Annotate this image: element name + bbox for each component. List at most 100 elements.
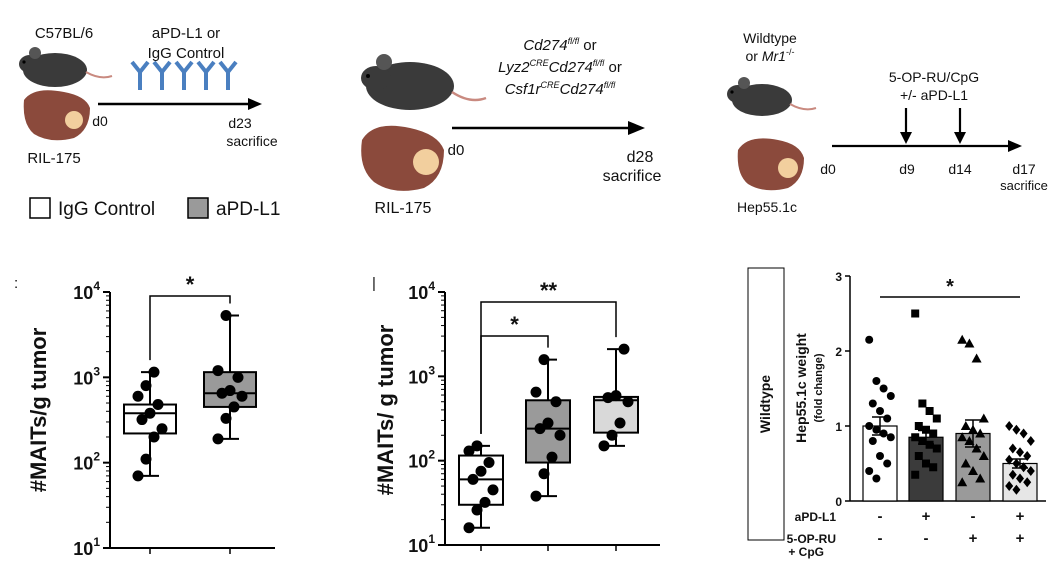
- treatment-label-2: IgG Control: [148, 45, 225, 62]
- end-day: d28: [627, 149, 654, 166]
- data-point: [471, 504, 483, 516]
- significance-bracket: [480, 301, 617, 434]
- y-tick-label: 104: [408, 279, 435, 303]
- antibody-icon: [218, 60, 238, 90]
- legend: IgG Control aPD-L1: [29, 197, 280, 220]
- data-point: [918, 437, 927, 445]
- data-point: [968, 424, 978, 434]
- liver-icon: [23, 90, 90, 141]
- data-point: [911, 309, 920, 318]
- data-point: [883, 414, 892, 423]
- significance-label: *: [946, 276, 954, 298]
- arrowhead-icon: [628, 121, 645, 135]
- data-point: [868, 437, 877, 445]
- schematic-2: Cd274fl/fl or Lyz2CRECd274fl/fl or Csf1r…: [361, 36, 661, 217]
- data-point: [876, 452, 884, 460]
- data-point: [554, 429, 566, 441]
- data-point: [925, 407, 934, 415]
- data-point: [538, 468, 550, 480]
- start-day: d0: [92, 113, 108, 129]
- data-point: [148, 431, 160, 443]
- day-14: d14: [948, 161, 972, 177]
- factor-value: +: [922, 508, 931, 525]
- data-point: [879, 384, 888, 393]
- data-point: [220, 310, 232, 322]
- factor-value: +: [969, 530, 978, 547]
- data-point: [1023, 451, 1032, 461]
- data-point: [872, 377, 881, 385]
- y-tick-label: 102: [408, 448, 435, 472]
- y-tick-label: 102: [73, 450, 100, 474]
- plot-marks: ***: [458, 278, 639, 534]
- strain-label: Wildtype: [743, 30, 797, 46]
- data-point: [1019, 428, 1028, 439]
- legend-label-apdl1: aPD-L1: [216, 199, 280, 220]
- data-point: [479, 496, 491, 508]
- data-point: [876, 407, 884, 415]
- y-tick-label: 103: [408, 363, 435, 387]
- data-point: [212, 365, 224, 377]
- data-point: [1026, 466, 1035, 476]
- data-point: [232, 371, 244, 383]
- data-point: [932, 414, 941, 423]
- factor-value: -: [878, 530, 883, 547]
- data-point: [865, 467, 874, 475]
- data-point: [872, 425, 881, 434]
- schematic-1: C57BL/6 aPD-L1 or IgG Control d0 d23 sac…: [19, 25, 278, 167]
- genotype-line-3: Csf1rCRECd274fl/fl: [505, 80, 617, 98]
- data-point: [475, 465, 487, 477]
- end-day: d17: [1012, 161, 1036, 177]
- factor-table: aPD-L1-+-+5-OP-RU+ CpG--++: [787, 508, 1025, 559]
- data-point: [975, 428, 986, 438]
- factor-label-2: + CpG: [788, 545, 824, 559]
- data-point: [960, 458, 971, 468]
- y-axis: 101 102 103 104: [408, 279, 660, 556]
- data-point: [1023, 477, 1032, 488]
- factor-value: +: [1016, 508, 1025, 525]
- data-point: [610, 390, 622, 402]
- data-point: [932, 444, 941, 453]
- data-point: [964, 338, 975, 348]
- data-point: [865, 422, 874, 430]
- mouse-icon: [727, 77, 817, 116]
- data-point: [622, 396, 634, 408]
- data-point: [1008, 443, 1017, 454]
- y-tick-label: 2: [835, 345, 842, 359]
- data-point: [971, 353, 982, 363]
- data-point: [914, 452, 923, 460]
- plot-marks: *: [123, 272, 257, 482]
- y-axis-label-2: (fold change): [813, 353, 825, 422]
- data-point: [886, 392, 895, 400]
- data-point: [922, 425, 930, 434]
- data-point: [483, 457, 495, 469]
- data-point: [1008, 469, 1017, 480]
- data-point: [886, 433, 895, 442]
- data-point: [978, 451, 989, 460]
- legend-swatch-igg: [29, 197, 51, 219]
- significance-label: *: [186, 272, 195, 297]
- end-label: sacrifice: [226, 133, 278, 149]
- factor-value: -: [971, 508, 976, 525]
- data-point: [236, 390, 248, 402]
- data-point: [618, 343, 630, 355]
- data-point: [872, 474, 881, 483]
- antibody-icon: [152, 60, 172, 90]
- data-point: [1005, 481, 1014, 491]
- significance-bracket: [149, 295, 231, 361]
- data-point: [929, 429, 938, 438]
- data-point: [220, 412, 232, 424]
- data-point: [925, 440, 934, 449]
- factor-label: aPD-L1: [795, 510, 837, 524]
- side-label: Wildtype: [757, 375, 773, 433]
- y-tick-label: 101: [408, 532, 435, 556]
- significance-label: **: [540, 278, 558, 303]
- data-point: [471, 440, 483, 452]
- data-point: [212, 433, 224, 445]
- data-point: [1012, 458, 1021, 469]
- data-point: [136, 414, 148, 426]
- panel-tick-1: :: [14, 275, 18, 292]
- y-tick-label: 104: [73, 279, 100, 303]
- data-point: [957, 334, 968, 344]
